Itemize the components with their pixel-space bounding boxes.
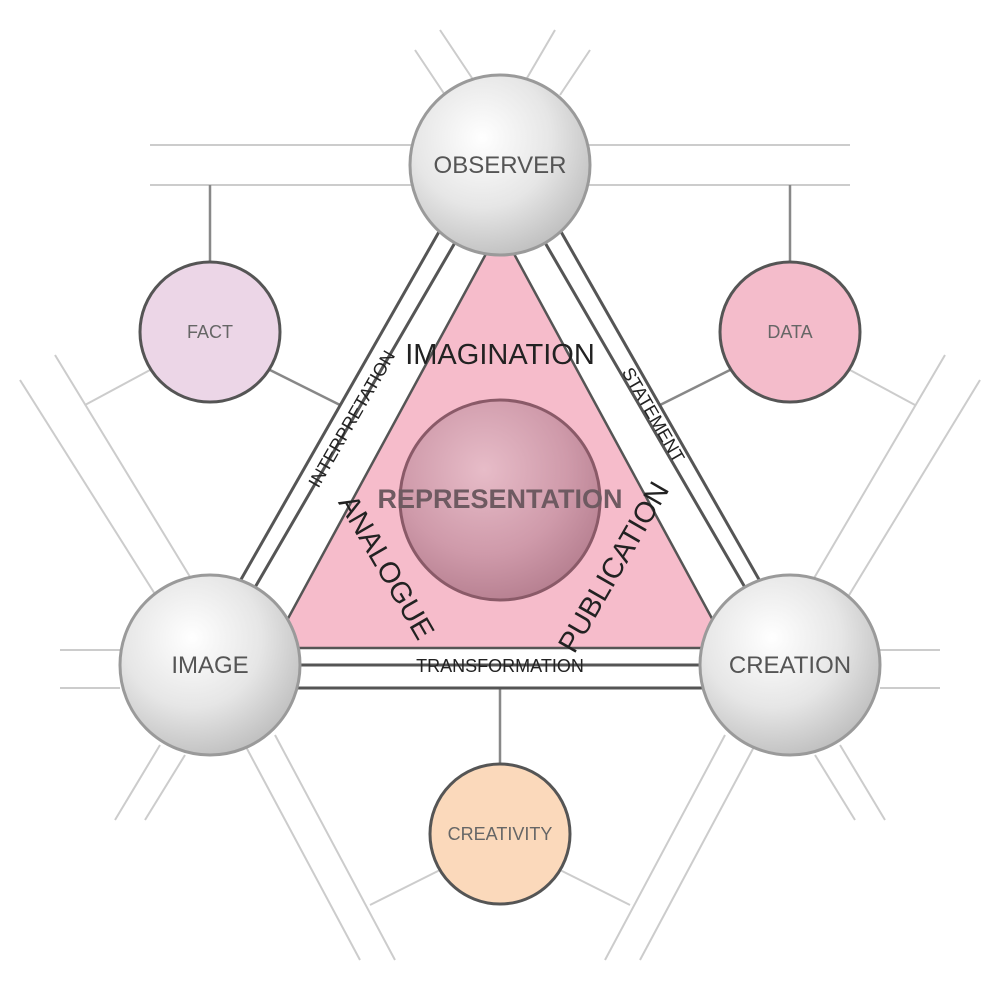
right-band-line [558, 229, 767, 591]
background-lines [19, 29, 981, 961]
creation-label: CREATION [729, 652, 851, 679]
fact-label: FACT [187, 322, 233, 342]
transformation-label: TRANSFORMATION [416, 656, 584, 676]
left-band-line [233, 229, 442, 591]
image-node[interactable] [118, 573, 302, 757]
data-node[interactable] [718, 260, 862, 404]
creativity-node[interactable] [428, 762, 572, 906]
observer-node[interactable] [408, 73, 592, 257]
creativity-label: CREATIVITY [448, 824, 553, 844]
representation-label: REPRESENTATION [377, 484, 622, 514]
representation-sphere[interactable] [398, 398, 602, 602]
fact-node[interactable] [138, 260, 282, 404]
image-label: IMAGE [171, 652, 248, 679]
imagination-label: IMAGINATION [405, 339, 595, 371]
creation-node[interactable] [698, 573, 882, 757]
data-label: DATA [767, 322, 812, 342]
observer-label: OBSERVER [434, 152, 567, 179]
